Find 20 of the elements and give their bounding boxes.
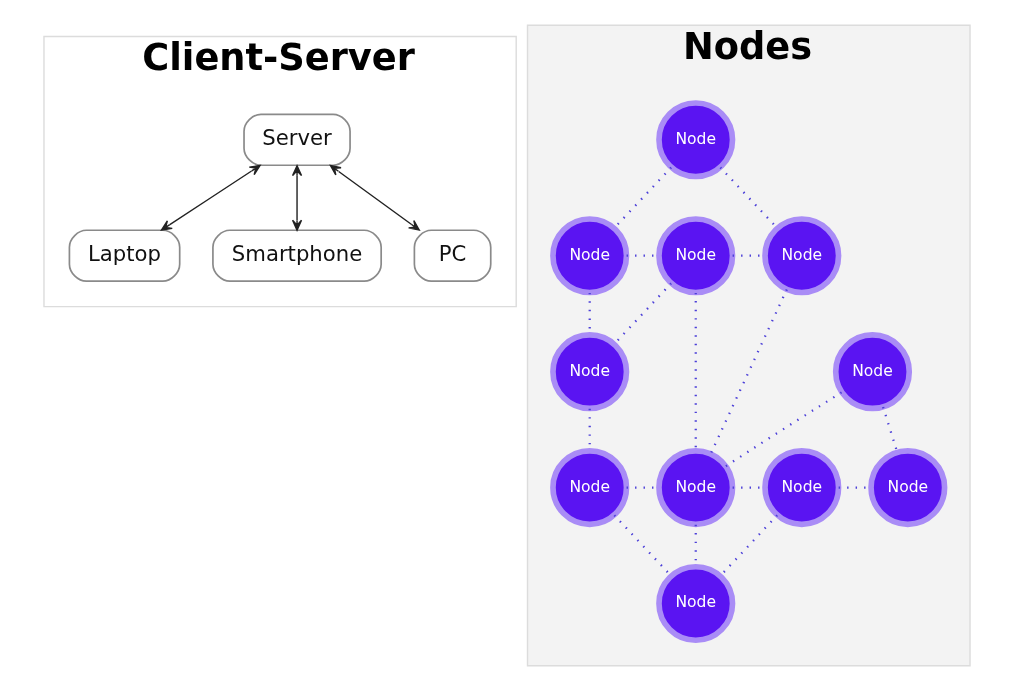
node-circle: Node bbox=[550, 216, 630, 296]
connector bbox=[709, 289, 788, 455]
arrow bbox=[329, 164, 420, 231]
connector bbox=[725, 391, 843, 468]
node-circle: Node bbox=[762, 448, 842, 528]
node-circle: Node bbox=[832, 332, 913, 412]
node-circle: Node bbox=[656, 100, 736, 180]
node-circle: Node bbox=[656, 563, 736, 644]
node-circle: Node bbox=[550, 332, 630, 412]
arrow bbox=[160, 164, 261, 231]
node-box: Laptop bbox=[68, 229, 181, 283]
node-box: Smartphone bbox=[212, 229, 383, 283]
node-circle: Node bbox=[656, 448, 736, 528]
node-circle: Node bbox=[550, 448, 630, 528]
arrow bbox=[291, 165, 303, 231]
node-box: Server bbox=[243, 113, 351, 167]
node-circle: Node bbox=[656, 216, 736, 296]
node-circle: Node bbox=[868, 448, 948, 528]
node-box: PC bbox=[413, 229, 492, 283]
node-circle: Node bbox=[762, 216, 842, 296]
